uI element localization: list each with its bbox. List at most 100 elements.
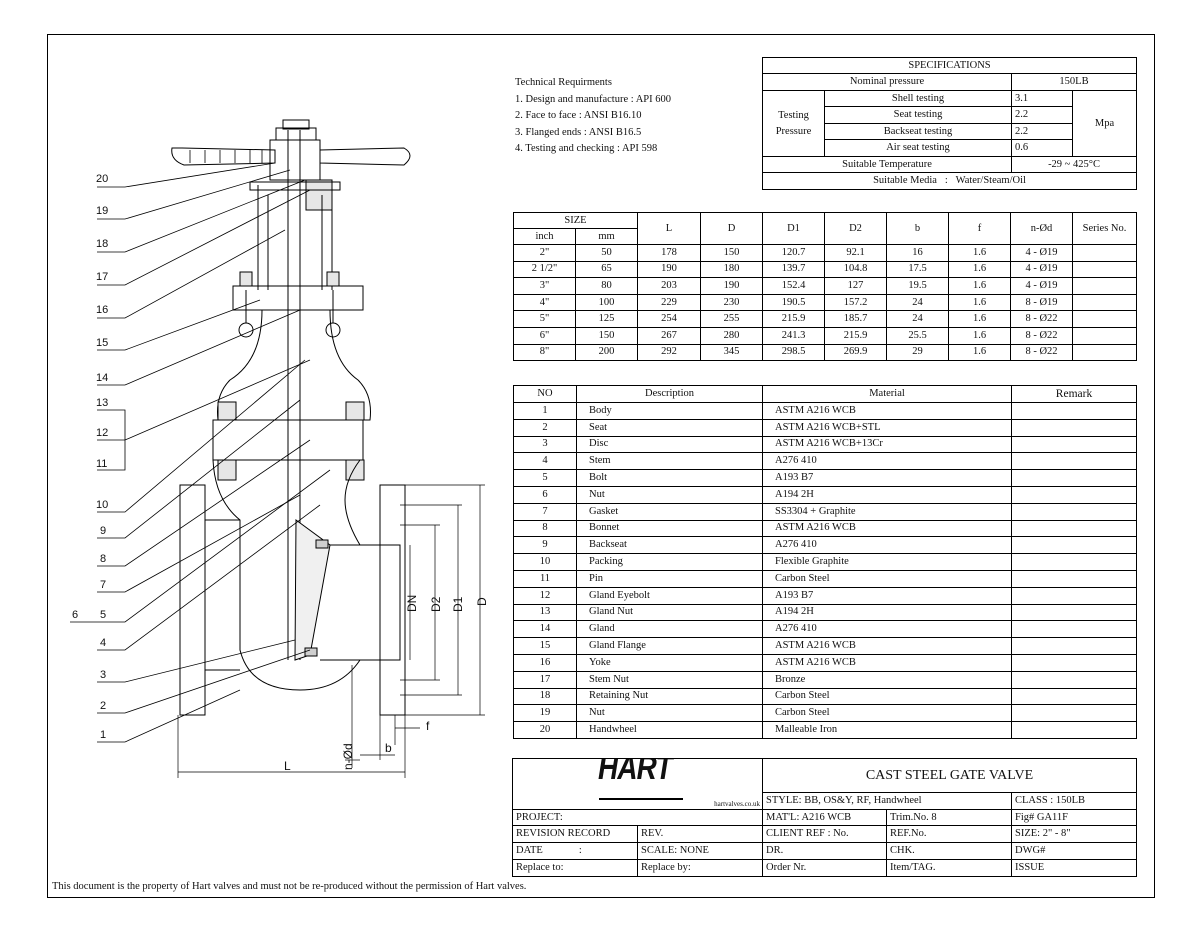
dimension-cell: 185.7 [824,310,888,328]
dimension-cell: 230 [700,293,764,312]
technical-item: 3. Flanged ends : ANSI B16.5 [515,126,642,138]
dimension-cell: 4" [513,293,576,312]
part-material: Bronze [762,670,1012,689]
dimension-cell [1072,244,1138,262]
part-material: A193 B7 [762,469,1012,487]
temp-value: -29 ~ 425°C [1010,156,1138,173]
part-description: Packing [576,553,763,571]
test-label: Shell testing [824,90,1012,107]
bore [320,544,380,661]
dimension-cell: 241.3 [762,326,826,345]
part-number: 18 [513,687,577,706]
part-remark [1011,553,1137,571]
callout-number: 12 [96,427,108,439]
dimension-cell: 1.6 [948,260,1012,279]
part-description: Handwheel [576,721,763,739]
callout-number: 4 [100,637,106,649]
test-value: 2.2 [1011,123,1073,140]
dimension-cell: 1.6 [948,277,1012,295]
dwg-cell: DWG# [1011,842,1137,860]
size-cell: SIZE: 2" - 8" [1011,825,1137,843]
website: hartvalves.co.uk [714,800,760,808]
part-description: Yoke [576,653,763,672]
dimension-cell: 24 [886,310,950,328]
dimension-cell: 1.6 [948,343,1012,362]
part-remark [1011,721,1137,739]
part-number: 4 [513,452,577,471]
client-ref-cell: CLIENT REF : No. [762,825,887,843]
part-material: Carbon Steel [762,569,1012,588]
trim-cell: Trim.No. 8 [886,809,1012,826]
pressure-unit: Mpa [1071,90,1138,157]
dimension-cell [1072,293,1138,312]
dimension-cell [1072,326,1138,345]
part-material: A194 2H [762,603,1012,622]
dim-label: b [385,741,392,755]
body-bonnet-flange [212,419,364,461]
dim-label: D [475,597,489,606]
replace-by-cell: Replace by: [637,859,763,877]
part-number: 7 [513,502,577,521]
parts-header: Material [762,385,1012,403]
dimension-cell: 65 [574,260,639,279]
dimension-cell: 267 [637,326,702,345]
part-material: A276 410 [762,536,1012,555]
parts-header: Remark [1011,385,1137,403]
callout-number: 14 [96,372,108,384]
part-description: Pin [576,569,763,588]
scale-cell: SCALE: NONE [637,842,763,860]
dimension-cell: 180 [700,260,764,279]
dimension-cell [1072,343,1138,362]
dimension-cell: 298.5 [762,343,826,362]
dimension-cell [1072,260,1138,279]
test-value: 2.2 [1011,106,1073,124]
part-remark [1011,485,1137,504]
part-description: Seat [576,418,763,437]
part-material: ASTM A216 WCB+STL [762,418,1012,437]
dim-label: D1 [451,596,465,612]
part-description: Stem Nut [576,670,763,689]
callout-number: 20 [96,173,108,185]
dimension-cell: 139.7 [762,260,826,279]
dimension-cell: 2 1/2" [513,260,576,279]
dimension-cell: 152.4 [762,277,826,295]
ref-no-cell: REF.No. [886,825,1012,843]
class-cell: CLASS : 150LB [1011,792,1137,810]
technical-item: 2. Face to face : ANSI B16.10 [515,110,642,122]
part-description: Stem [576,452,763,471]
replace-to-cell: Replace to: [512,859,638,877]
part-material: Carbon Steel [762,687,1012,706]
nominal-value: 150LB [1010,73,1138,91]
part-material: Malleable Iron [762,721,1012,739]
revision-record-cell: REVISION RECORD [512,825,638,843]
callout-labels: 20 19 18 17 16 15 14 13 12 11 10 9 8 7 6… [72,173,108,741]
dim-label: DN [405,595,419,612]
dimension-cell: 8 - Ø22 [1010,326,1074,345]
part-remark [1011,670,1137,689]
dimension-cell: 92.1 [824,244,888,262]
dimension-cell: 50 [574,244,639,262]
size-subheader: inch [513,228,576,245]
technical-title: Technical Requirments [515,77,612,88]
dimension-cell: 5" [513,310,576,328]
temp-label: Suitable Temperature [762,156,1012,173]
dimension-cell: 254 [637,310,702,328]
part-number: 14 [513,620,577,639]
callout-number: 7 [100,579,106,591]
dimension-cell: 203 [637,277,702,295]
dimension-cell: 25.5 [886,326,950,345]
part-description: Backseat [576,536,763,555]
technical-item: 4. Testing and checking : API 598 [515,143,658,155]
